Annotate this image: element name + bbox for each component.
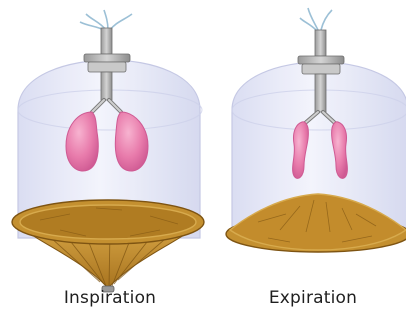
inspiration-model (12, 10, 204, 292)
air-outflow-lines (300, 8, 332, 30)
caption-inspiration: Inspiration (20, 288, 200, 308)
air-inflow-lines (80, 10, 132, 30)
expiration-model (226, 8, 406, 252)
caption-expiration: Expiration (228, 288, 398, 308)
